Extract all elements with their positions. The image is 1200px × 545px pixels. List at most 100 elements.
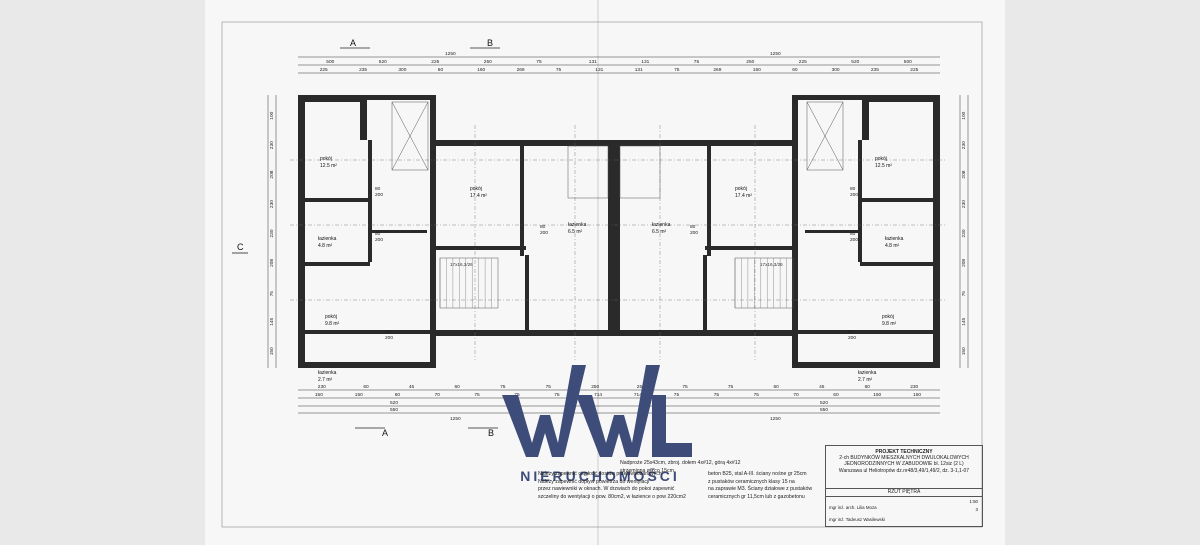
door-height-0: 200 <box>375 192 383 198</box>
drawing-frame <box>221 21 983 528</box>
dim-top2-1: 235 <box>359 67 367 73</box>
dim-bot2-1: 150 <box>355 392 363 398</box>
dim-top2-13: 300 <box>832 67 840 73</box>
dim-top2-14: 235 <box>871 67 879 73</box>
room-area-6: 2.7 m² <box>318 377 333 383</box>
sheet-fold <box>597 0 599 545</box>
dim-left-1: 230 <box>269 141 275 149</box>
room-area-3: 6.5 m² <box>568 229 583 235</box>
dim-bot1-6: 250 <box>591 384 599 390</box>
room-area-5: 9.8 m² <box>325 321 340 327</box>
room-name-11: łazienka <box>858 370 877 376</box>
title-block-signatures: mgr inż. arch. Lilia Moza mgr inż. Tadeu… <box>826 496 982 529</box>
checker-name: mgr inż. Tadeusz Wasilewski <box>829 517 885 522</box>
dim-right-7: 145 <box>961 317 967 325</box>
dim-top1-8: 250 <box>746 59 754 65</box>
section-a-bottom: A <box>382 428 388 438</box>
dim-bot1-5: 75 <box>546 384 552 390</box>
dim-right-3: 230 <box>961 200 967 208</box>
brand-name: NIERUCHOMOŚCI <box>520 468 680 484</box>
dim-top2-8: 131 <box>635 67 643 73</box>
dim-bot2-11: 75 <box>754 392 760 398</box>
door-height-5: 200 <box>850 237 858 243</box>
dim-bot2-13: 60 <box>833 392 839 398</box>
door-width-1: 80 <box>375 231 381 237</box>
room-area-0: 12.5 m² <box>320 163 337 169</box>
dim-top2-7: 131 <box>595 67 603 73</box>
dim-right-0: 100 <box>961 111 967 119</box>
dim-right-4: 230 <box>961 229 967 237</box>
door-width-6: 80 <box>385 329 391 335</box>
door-width-4: 80 <box>850 186 856 192</box>
title-block-heading: PROJEKT TECHNICZNY 2-ch BUDYNKÓW MIESZKA… <box>838 449 970 474</box>
dim-left-2: 208 <box>269 170 275 178</box>
dim-right-6: 75 <box>961 291 967 297</box>
dim-bot2-10: 75 <box>714 392 720 398</box>
dim-top1-10: 520 <box>851 59 859 65</box>
room-name-2: łazienka <box>318 236 337 242</box>
dim-top2-3: 60 <box>438 67 444 73</box>
dim-bottom-total-right: 1250 <box>770 416 781 422</box>
room-area-2: 4.8 m² <box>318 243 333 249</box>
door-width-7: 80 <box>848 329 854 335</box>
room-area-1: 17.4 m² <box>470 193 487 199</box>
dim-top2-11: 160 <box>753 67 761 73</box>
door-height-7: 200 <box>848 335 856 341</box>
door-height-2: 200 <box>540 230 548 236</box>
section-b-top: B <box>487 38 493 48</box>
dim-left-0: 100 <box>269 111 275 119</box>
dim-left-7: 145 <box>269 317 275 325</box>
dim-bottom-550-left: 550 <box>390 407 398 413</box>
dim-right-8: 150 <box>961 347 967 355</box>
room-area-4: 6.5 m² <box>652 229 667 235</box>
dim-bot2-12: 70 <box>793 392 799 398</box>
materials-note: beton B25, stal A-III. ściany nośne gr 2… <box>708 471 813 500</box>
dim-top2-12: 60 <box>792 67 798 73</box>
dim-total-left: 1250 <box>445 51 456 57</box>
section-a-top: A <box>350 38 356 48</box>
wwl-logo <box>502 365 692 457</box>
dim-bot1-7: 250 <box>637 384 645 390</box>
dim-top1-4: 75 <box>536 59 542 65</box>
door-height-3: 200 <box>690 230 698 236</box>
lintel-note: Nadproże 25x43cm, zbroj. dołem 4x#12, gó… <box>620 460 741 474</box>
dim-top1-6: 131 <box>641 59 649 65</box>
door-height-4: 200 <box>850 192 858 198</box>
room-name-9: łazienka <box>885 236 904 242</box>
room-name-10: pokój <box>882 314 894 320</box>
designer-name: mgr inż. arch. Lilia Moza <box>829 505 877 510</box>
ventilation-note: Należy zapewnić ciągłość dostaw przeciwp… <box>538 471 686 500</box>
dim-bot1-4: 75 <box>500 384 506 390</box>
sheet-name: RZUT PIĘTRA <box>826 488 982 496</box>
stair-label-right: 17x16,3/26 <box>760 262 783 267</box>
dim-top1-5: 131 <box>589 59 597 65</box>
dim-bot1-10: 60 <box>774 384 780 390</box>
walls <box>298 95 940 368</box>
dim-bot1-9: 75 <box>728 384 734 390</box>
room-name-1: pokój <box>470 186 482 192</box>
dim-top2-10: 269 <box>713 67 721 73</box>
dim-top2-0: 225 <box>320 67 328 73</box>
dim-top2-2: 300 <box>398 67 406 73</box>
dim-bot2-14: 150 <box>873 392 881 398</box>
room-area-10: 9.8 m² <box>882 321 897 327</box>
room-area-8: 12.5 m² <box>875 163 892 169</box>
dim-left-5: 208 <box>269 259 275 267</box>
dim-right-5: 208 <box>961 259 967 267</box>
dim-bot1-2: 45 <box>409 384 415 390</box>
dim-right-2: 208 <box>961 170 967 178</box>
door-width-3: 80 <box>690 224 696 230</box>
door-height-1: 200 <box>375 237 383 243</box>
room-name-6: łazienka <box>318 370 337 376</box>
dim-top2-6: 75 <box>556 67 562 73</box>
door-width-0: 80 <box>375 186 381 192</box>
dim-top1-9: 225 <box>799 59 807 65</box>
room-name-7: pokój <box>735 186 747 192</box>
dim-left-3: 230 <box>269 200 275 208</box>
stair-label-left: 17x16,3/26 <box>450 262 473 267</box>
dim-right-1: 230 <box>961 141 967 149</box>
dim-bot1-12: 60 <box>865 384 871 390</box>
dim-bot2-7: 714 <box>594 392 602 398</box>
dim-bot2-0: 150 <box>315 392 323 398</box>
